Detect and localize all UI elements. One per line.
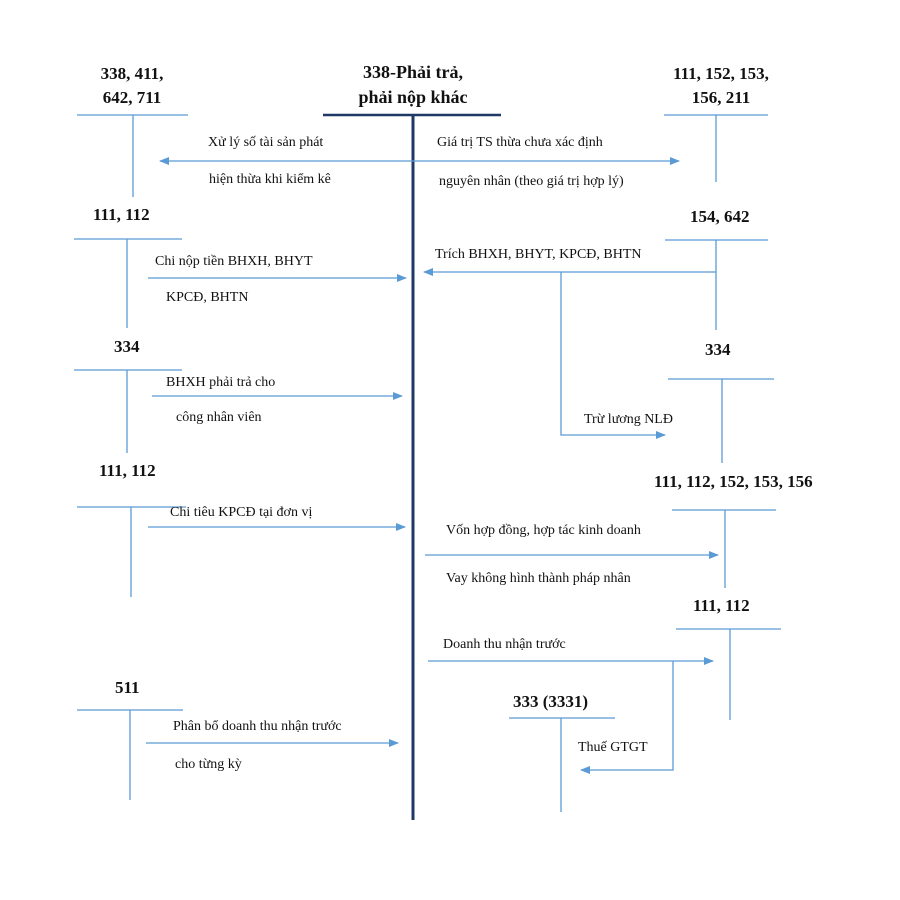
arrow-vat: [580, 661, 674, 774]
label-union-spending: Chi tiêu KPCĐ tại đơn vị: [170, 505, 313, 520]
label-bhxh-payable-2: công nhân viên: [176, 410, 262, 425]
account-a2-line1: 111, 152, 153,: [673, 64, 769, 83]
label-asset-value-2: nguyên nhân (theo giá trị hợp lý): [439, 174, 624, 189]
label-salary-deduction: Trừ lương NLĐ: [584, 412, 673, 427]
arrow-salary-deduction: [560, 272, 666, 439]
account-a5: 334: [114, 337, 140, 356]
account-a1-line1: 338, 411,: [100, 64, 164, 83]
label-pay-insurance-2: KPCĐ, BHTN: [166, 290, 249, 305]
main-account-line1: 338-Phải trả,: [363, 62, 463, 82]
label-unearned-revenue: Doanh thu nhận trước: [443, 637, 566, 652]
label-revenue-allocation-2: cho từng kỳ: [175, 757, 242, 772]
account-a9: 111, 112: [693, 596, 750, 615]
account-a2: 111, 152, 153, 156, 211: [656, 62, 786, 110]
main-account-line2: phải nộp khác: [358, 87, 468, 107]
label-capital-contract-2: Vay không hình thành pháp nhân: [446, 571, 631, 586]
account-a7: 111, 112: [99, 461, 156, 480]
label-asset-surplus-1: Xử lý số tài sản phát: [208, 135, 324, 150]
label-revenue-allocation-1: Phân bổ doanh thu nhận trước: [173, 719, 342, 734]
account-a10: 511: [115, 678, 140, 697]
account-a3: 111, 112: [93, 205, 150, 224]
main-account-title: 338-Phải trả, phải nộp khác: [333, 60, 493, 110]
account-a1: 338, 411, 642, 711: [77, 62, 187, 110]
label-pay-insurance-1: Chi nộp tiền BHXH, BHYT: [155, 254, 313, 269]
account-a8: 111, 112, 152, 153, 156: [654, 472, 813, 491]
account-a2-line2: 156, 211: [691, 88, 751, 107]
account-a4: 154, 642: [690, 207, 750, 226]
label-vat: Thuế GTGT: [578, 740, 648, 755]
label-asset-value-1: Giá trị TS thừa chưa xác định: [437, 135, 603, 150]
label-capital-contract-1: Vốn hợp đồng, hợp tác kinh doanh: [446, 523, 641, 538]
account-a11: 333 (3331): [513, 692, 589, 711]
label-bhxh-payable-1: BHXH phải trả cho: [166, 375, 276, 390]
account-a6: 334: [705, 340, 731, 359]
label-asset-surplus-2: hiện thừa khi kiểm kê: [209, 172, 331, 187]
label-accrue-insurance: Trích BHXH, BHYT, KPCĐ, BHTN: [435, 247, 642, 262]
account-a1-line2: 642, 711: [102, 88, 162, 107]
